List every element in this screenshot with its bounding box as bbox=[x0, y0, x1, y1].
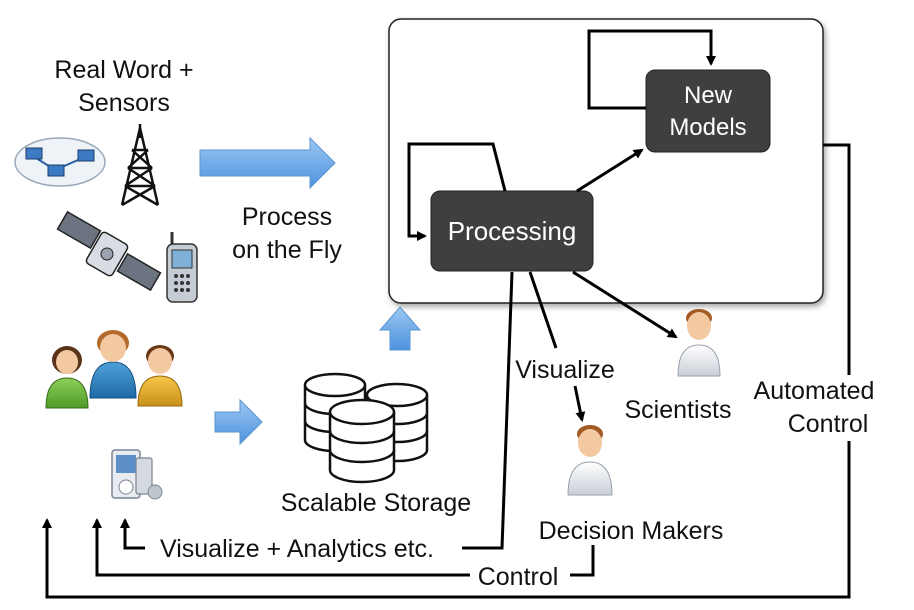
processing-to-visualize-line bbox=[528, 271, 558, 349]
arrow-up-storage bbox=[378, 306, 422, 351]
processing-loop-arrow bbox=[407, 142, 507, 241]
control-line bbox=[570, 545, 595, 577]
decision-maker-person-icon bbox=[567, 425, 613, 496]
processing-to-analytics-line bbox=[462, 271, 514, 550]
processing-label: Processing bbox=[448, 216, 577, 246]
visualize-to-decision-arrow bbox=[573, 385, 586, 422]
media-devices-icon bbox=[111, 449, 163, 500]
processing-to-scientists-arrow bbox=[572, 270, 678, 339]
scientist-person-icon bbox=[677, 309, 721, 377]
visualize-analytics-label: Visualize + Analytics etc. bbox=[160, 535, 434, 563]
automated-control-label-bg bbox=[760, 375, 870, 441]
processing-node bbox=[430, 190, 594, 272]
analytics-arrow bbox=[120, 518, 145, 550]
new-models-node bbox=[645, 69, 771, 153]
automated-control-line bbox=[42, 143, 851, 599]
process-label-line1: Process bbox=[242, 203, 332, 231]
person-man-yellow bbox=[137, 345, 183, 407]
database-icon bbox=[303, 372, 429, 484]
real-world-label-line2: Sensors bbox=[78, 89, 170, 117]
visualize-label: Visualize bbox=[515, 356, 615, 384]
scientists-label: Scientists bbox=[625, 396, 732, 424]
database-cylinder-3 bbox=[328, 398, 396, 484]
person-man-blue bbox=[89, 330, 137, 399]
processing-to-models-arrow bbox=[576, 148, 644, 193]
arrow-right-people bbox=[214, 398, 263, 446]
automated-control-label-line2: Control bbox=[788, 410, 869, 438]
process-label-line2: on the Fly bbox=[232, 236, 342, 264]
arrow-right-sensors bbox=[199, 136, 336, 190]
control-label: Control bbox=[478, 563, 559, 591]
cell-phone-icon bbox=[166, 232, 198, 303]
satellite-icon bbox=[56, 210, 162, 292]
scalable-storage-label: Scalable Storage bbox=[281, 489, 471, 517]
person-woman bbox=[45, 346, 89, 409]
control-line-left bbox=[92, 518, 470, 577]
radio-tower-icon bbox=[120, 124, 160, 207]
people-group-icon bbox=[45, 330, 183, 409]
new-models-loop-arrow bbox=[587, 29, 716, 110]
real-world-label-line1: Real Word + bbox=[54, 56, 193, 84]
network-cloud-icon bbox=[14, 137, 106, 187]
new-models-label-line2: Models bbox=[669, 114, 746, 141]
automated-control-label-line1: Automated bbox=[754, 377, 875, 405]
new-models-label-line1: New bbox=[684, 82, 733, 109]
decision-makers-label: Decision Makers bbox=[539, 517, 724, 545]
